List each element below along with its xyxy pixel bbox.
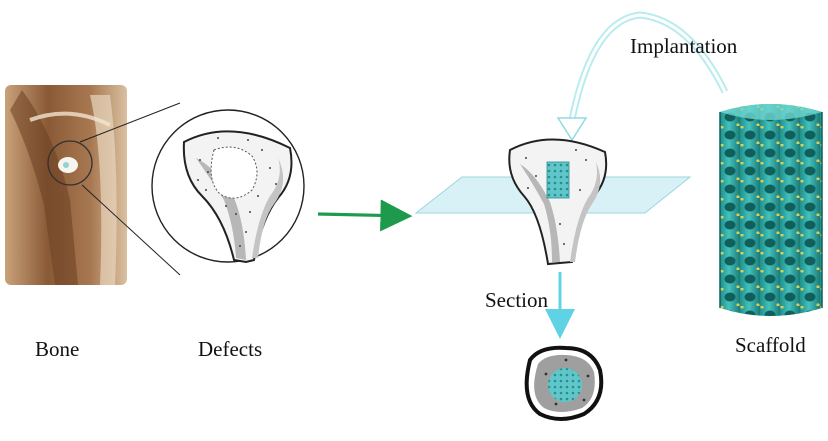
implantation-arrow <box>570 15 725 130</box>
scaffold-image <box>720 104 822 316</box>
bone-label: Bone <box>35 337 79 362</box>
implantation-label: Implantation <box>630 34 737 59</box>
defects-bone-closeup <box>152 110 304 262</box>
section-label: Section <box>485 288 548 313</box>
process-arrow <box>318 214 406 216</box>
knee-image <box>5 85 127 285</box>
cross-section <box>527 348 602 419</box>
defects-label: Defects <box>198 337 262 362</box>
scaffold-label: Scaffold <box>735 333 806 358</box>
